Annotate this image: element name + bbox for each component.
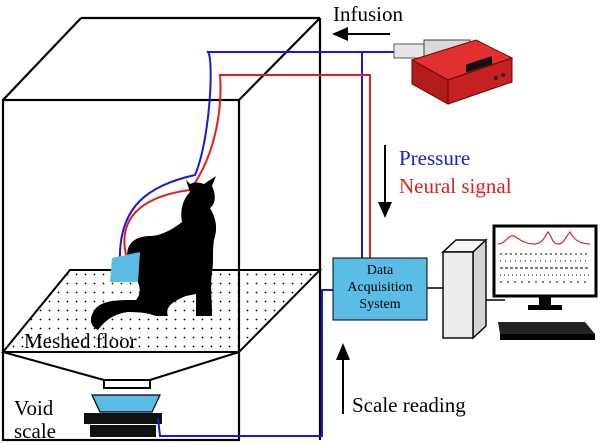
void-scale-line-2: scale [14, 419, 56, 443]
funnel [2, 351, 240, 389]
data-acquisition-box [332, 257, 428, 321]
pressure-line [118, 51, 363, 263]
keyboard-icon [498, 322, 595, 340]
daq-line-2: Acquisition [347, 280, 413, 295]
infusion-arrow [332, 27, 390, 41]
void-scale-label: Void scale [14, 397, 56, 443]
cat-silhouette [90, 176, 217, 330]
scale-reading-label: Scale reading [352, 393, 466, 417]
meshed-floor-label: Meshed floor [24, 329, 137, 353]
scale-reading-line [157, 289, 333, 437]
infusion-label: Infusion [333, 2, 403, 26]
syringe-pump-icon [393, 39, 514, 105]
data-acquisition-label: Data Acquisition System [333, 262, 427, 313]
monitor-icon [492, 224, 598, 310]
pressure-label: Pressure [399, 146, 471, 170]
daq-line-1: Data [366, 263, 394, 278]
neural-signal-label: Neural signal [399, 174, 512, 198]
scale-reading-up-arrow [336, 343, 350, 414]
void-scale-line-1: Void [14, 396, 54, 420]
computer-tower-icon [441, 238, 488, 340]
signal-down-arrow [378, 145, 392, 218]
daq-line-3: System [359, 297, 401, 312]
void-scale-icon [84, 394, 162, 437]
